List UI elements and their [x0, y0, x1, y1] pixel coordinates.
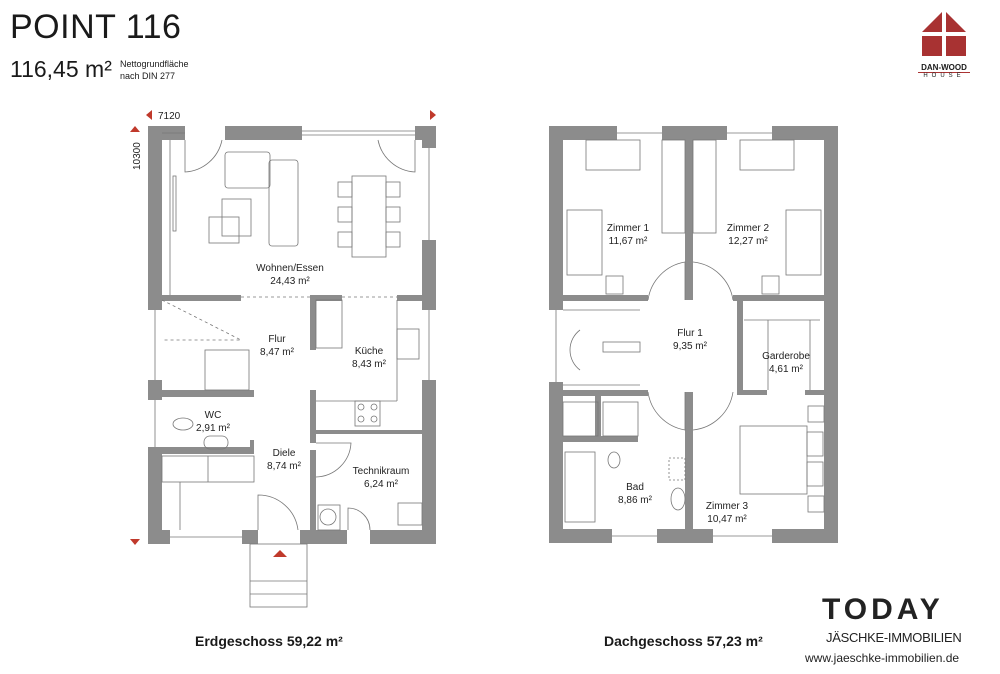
room-name: Wohnen/Essen: [256, 263, 324, 274]
dan-wood-logo: DAN-WOOD HOUSE: [918, 10, 970, 79]
logo-sub: HOUSE: [923, 73, 965, 79]
agency-website[interactable]: www.jaeschke-immobilien.de: [805, 651, 960, 665]
area-note-line1: Nettogrundfläche: [120, 59, 189, 69]
room-area: 9,35 m²: [673, 341, 708, 352]
room-name: Flur 1: [677, 328, 703, 339]
upper-floor-labels: Zimmer 1 11,67 m² Zimmer 2 12,27 m² Flur…: [607, 223, 810, 525]
ground-floor-labels: Wohnen/Essen 24,43 m² Flur 8,47 m² Küche…: [196, 263, 409, 490]
room-area: 10,47 m²: [707, 514, 747, 525]
room-area: 8,47 m²: [260, 347, 295, 358]
area-note: Nettogrundfläche nach DIN 277: [120, 58, 230, 82]
room-name: Technikraum: [353, 466, 410, 477]
depth-label: 10300: [132, 142, 143, 170]
room-name: Bad: [626, 482, 644, 493]
room-area: 11,67 m²: [609, 236, 648, 247]
room-area: 8,74 m²: [267, 461, 302, 472]
room-area: 8,86 m²: [618, 495, 653, 506]
logo-brand: DAN-WOOD: [918, 63, 970, 73]
room-name: Zimmer 1: [607, 223, 650, 234]
room-name: Zimmer 2: [727, 223, 770, 234]
arrow-left-icon: [146, 110, 152, 120]
width-label: 7120: [158, 111, 181, 122]
dimension-depth: 10300: [130, 126, 143, 545]
room-area: 2,91 m²: [196, 423, 231, 434]
room-area: 4,61 m²: [769, 364, 804, 375]
upper-floor-caption: Dachgeschoss 57,23 m²: [604, 633, 763, 649]
entrance-arrow-icon: [273, 550, 287, 557]
room-name: Zimmer 3: [706, 501, 749, 512]
room-area: 12,27 m²: [728, 236, 768, 247]
arrow-down-icon: [130, 539, 140, 545]
room-name: WC: [205, 410, 222, 421]
upper-floor-fixtures: [555, 132, 825, 537]
room-name: Küche: [355, 346, 384, 357]
upper-floor-plan: [549, 126, 838, 543]
arrow-right-icon: [430, 110, 436, 120]
today-logo: TODAY: [822, 593, 944, 626]
total-area: 116,45 m²: [10, 56, 112, 82]
room-area: 24,43 m²: [270, 276, 310, 287]
agency-name: JÄSCHKE-IMMOBILIEN: [826, 630, 962, 645]
room-name: Diele: [273, 448, 296, 459]
room-area: 6,24 m²: [364, 479, 399, 490]
dimension-width: 7120: [146, 110, 436, 122]
plan-title: POINT 116: [10, 8, 182, 46]
ground-floor-fixtures: [154, 130, 430, 608]
room-area: 8,43 m²: [352, 359, 387, 370]
room-name: Flur: [268, 334, 286, 345]
arrow-up-icon: [130, 126, 140, 132]
ground-floor-caption: Erdgeschoss 59,22 m²: [195, 633, 343, 649]
room-name: Garderobe: [762, 351, 810, 362]
area-note-line2: nach DIN 277: [120, 71, 176, 81]
house-logo-icon: [922, 12, 966, 56]
